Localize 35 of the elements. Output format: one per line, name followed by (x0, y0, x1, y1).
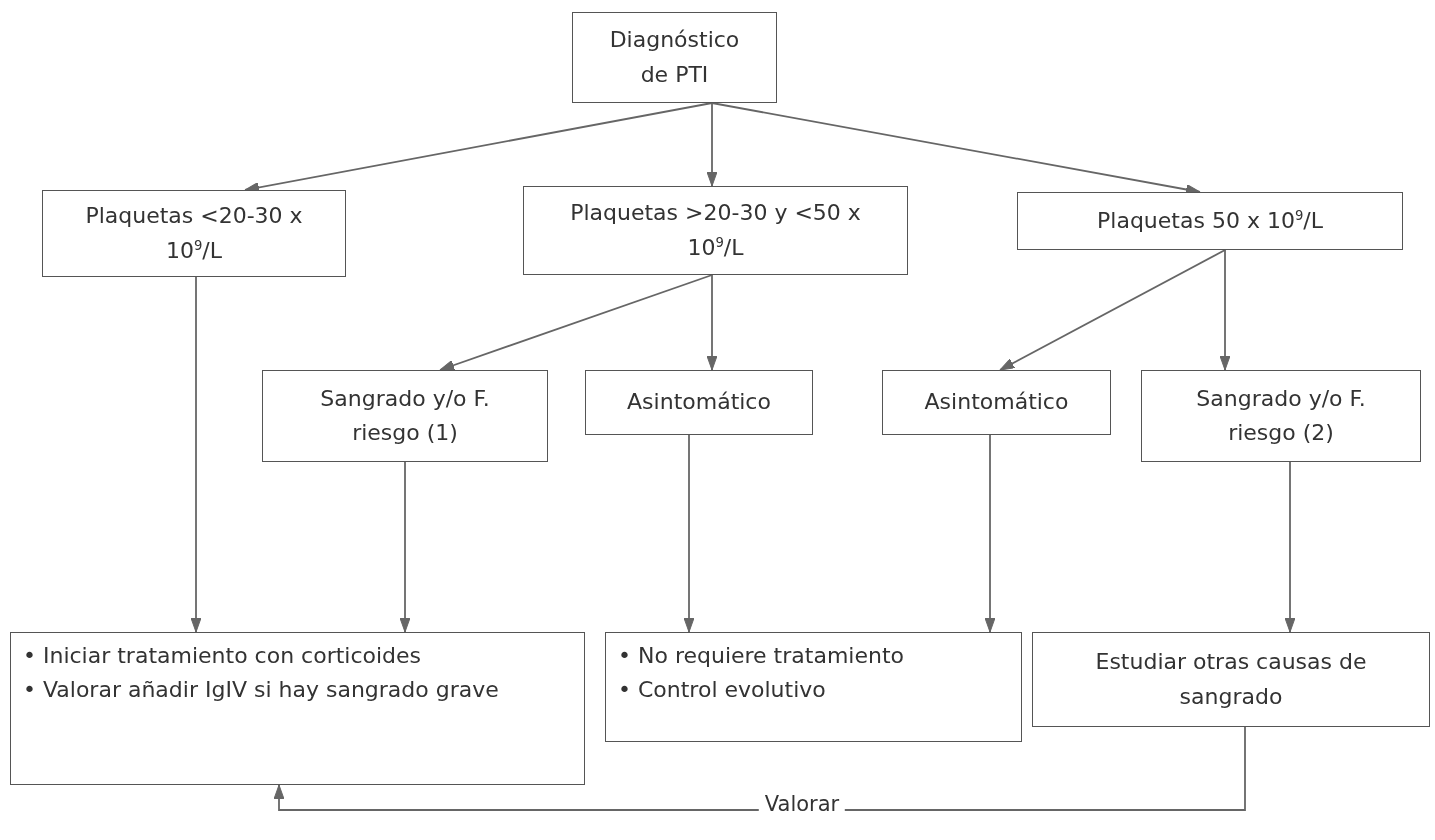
process-box (1032, 632, 1430, 727)
arrow (273, 726, 1246, 811)
arrow (1219, 249, 1231, 371)
bullet-item: • No requiere tratamiento (618, 642, 904, 670)
arrow (1284, 461, 1296, 633)
node-text: Sangrado y/o F. riesgo (2) (1195, 384, 1367, 447)
bullet-item: • Valorar añadir IgIV si hay sangrado grave (23, 676, 499, 705)
node-text: Plaquetas >20-30 y <50 x 10$^{9}$/L (569, 199, 862, 262)
node-text: Plaquetas 50 x 10$^{9}$/L (1097, 206, 1323, 235)
node-text: Asintomático (924, 388, 1069, 417)
bullet-item: • Control evolutivo (618, 676, 826, 705)
arrow (399, 461, 411, 633)
node-text: Asintomático (627, 388, 771, 417)
arrow (683, 434, 695, 633)
process-box (262, 370, 548, 462)
process-box (1017, 192, 1403, 250)
arrow (439, 274, 713, 371)
process-box (882, 370, 1111, 435)
outcome-box (10, 632, 585, 785)
process-box (572, 12, 777, 103)
process-box (585, 370, 813, 435)
node-text: Diagnóstico de PTI (608, 26, 741, 89)
process-box (1141, 370, 1421, 462)
arrow (999, 249, 1226, 371)
node-text: Sangrado y/o F. riesgo (1) (319, 384, 491, 447)
arrow (706, 102, 718, 187)
process-box (42, 190, 346, 277)
arrow (984, 434, 996, 633)
node-text: Plaquetas <20-30 x 10$^{9}$/L (84, 202, 304, 265)
process-box (523, 186, 908, 275)
arrow (706, 274, 718, 371)
arrow (190, 276, 202, 633)
outcome-box (605, 632, 1022, 742)
node-text: Estudiar otras causas de sangrado (1094, 648, 1368, 711)
bullet-item: • Iniciar tratamiento con corticoides (23, 642, 422, 670)
